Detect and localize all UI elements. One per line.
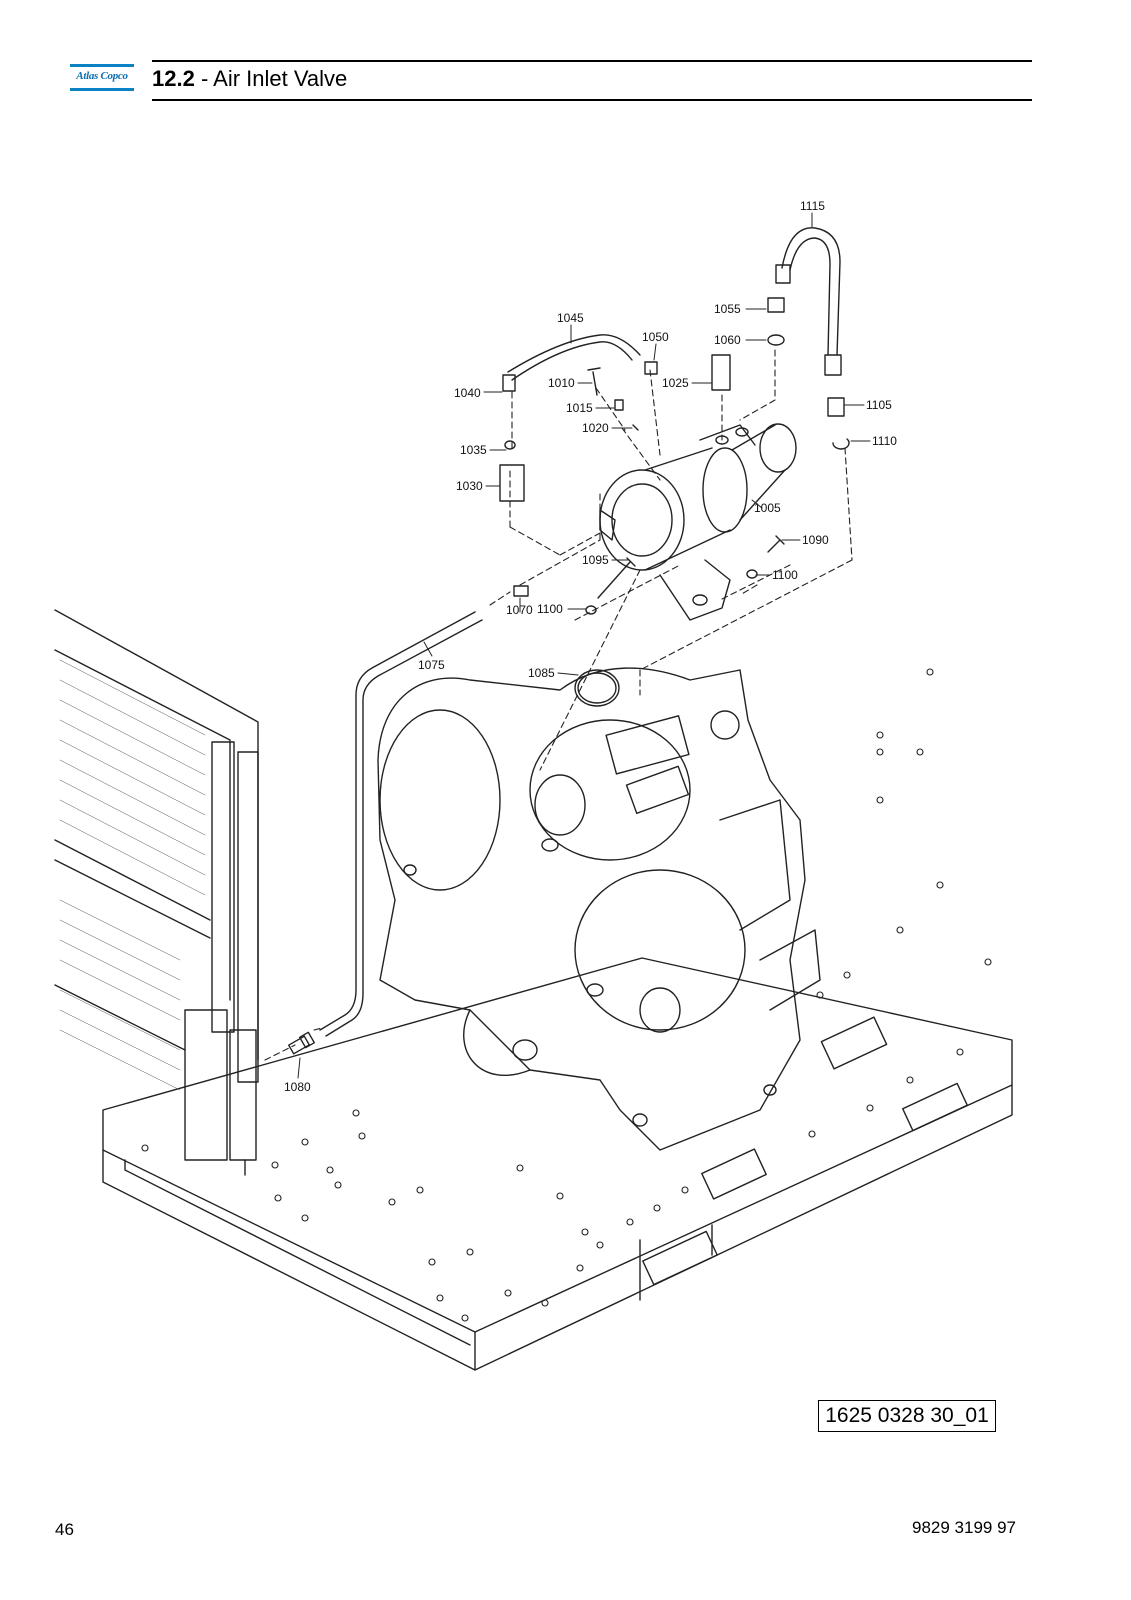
- callout-1030: 1030: [456, 479, 483, 493]
- part-1030-solenoid: [499, 464, 525, 502]
- part-1060: [767, 334, 785, 346]
- exploded-parts-drawing: [54, 212, 1013, 1371]
- compressor-element: [377, 667, 821, 1151]
- part-1070: [513, 585, 529, 597]
- hose-1115: [775, 227, 842, 376]
- callout-1100-upper: 1100: [772, 568, 798, 582]
- figure-reference-number: 1625 0328 30_01: [818, 1400, 996, 1432]
- part-1010-bolt: [587, 367, 601, 396]
- callout-1090: 1090: [802, 533, 829, 547]
- header-rule-bottom: [152, 99, 1032, 101]
- callout-1055: 1055: [714, 302, 741, 316]
- part-1105: [827, 397, 845, 417]
- fitting-1080: [288, 1031, 316, 1055]
- cooler-assembly: [54, 609, 259, 1176]
- callout-1050: 1050: [642, 330, 669, 344]
- section-title: 12.2 - Air Inlet Valve: [152, 66, 347, 92]
- atlas-copco-logo: Atlas Copco: [70, 64, 134, 94]
- part-1095-bolt: [597, 557, 636, 599]
- callout-1110: 1110: [872, 434, 897, 448]
- callout-1105: 1105: [866, 398, 892, 412]
- part-1100-washer-a: [746, 569, 758, 579]
- part-1015: [614, 399, 624, 411]
- section-title-text: - Air Inlet Valve: [194, 66, 348, 91]
- part-1040: [502, 374, 516, 392]
- regulating-hose: [319, 611, 483, 1037]
- part-1085-o-ring: [574, 669, 620, 707]
- callout-1010: 1010: [548, 376, 575, 390]
- logo-bar-top: [70, 64, 134, 67]
- part-1100-washer-b: [585, 605, 597, 615]
- assembly-lines: [264, 349, 853, 1061]
- callout-1045: 1045: [557, 311, 584, 325]
- air-inlet-valve: [599, 423, 797, 621]
- part-1055: [767, 297, 785, 313]
- callout-1070: 1070: [506, 603, 533, 617]
- cooler-fins: [59, 659, 206, 1091]
- section-number: 12.2: [152, 66, 195, 91]
- callout-1020: 1020: [582, 421, 609, 435]
- part-1035: [504, 440, 516, 450]
- callout-1060: 1060: [714, 333, 741, 347]
- page-number: 46: [55, 1520, 74, 1539]
- callout-1015: 1015: [566, 401, 593, 415]
- callout-1035: 1035: [460, 443, 487, 457]
- callout-1115: 1115: [800, 199, 825, 213]
- document-number: 9829 3199 97: [912, 1518, 1016, 1537]
- base-frame: [102, 957, 1013, 1371]
- callout-1085: 1085: [528, 666, 555, 680]
- callout-1100-lower: 1100: [537, 602, 563, 616]
- callout-1075: 1075: [418, 658, 445, 672]
- part-1025-silencer: [711, 354, 731, 391]
- callout-1080: 1080: [284, 1080, 311, 1094]
- part-1050: [644, 361, 658, 375]
- callout-1005: 1005: [754, 501, 781, 515]
- leader-lines: [297, 212, 871, 1079]
- part-1045-tube: [507, 334, 641, 373]
- mounting-holes: [141, 668, 992, 1322]
- header-rule-top: [152, 60, 1032, 62]
- part-1110: [832, 438, 850, 450]
- part-1090-bolt: [767, 535, 785, 553]
- part-1045-tube-inner: [511, 341, 633, 381]
- logo-bar-bottom: [70, 88, 134, 91]
- callout-1025: 1025: [662, 376, 689, 390]
- callout-1040: 1040: [454, 386, 481, 400]
- part-1020: [632, 424, 639, 431]
- small-parts: [499, 297, 850, 707]
- part-1085-o-ring-inner: [577, 672, 617, 704]
- logo-wordmark: Atlas Copco: [76, 70, 128, 82]
- callout-1095: 1095: [582, 553, 609, 567]
